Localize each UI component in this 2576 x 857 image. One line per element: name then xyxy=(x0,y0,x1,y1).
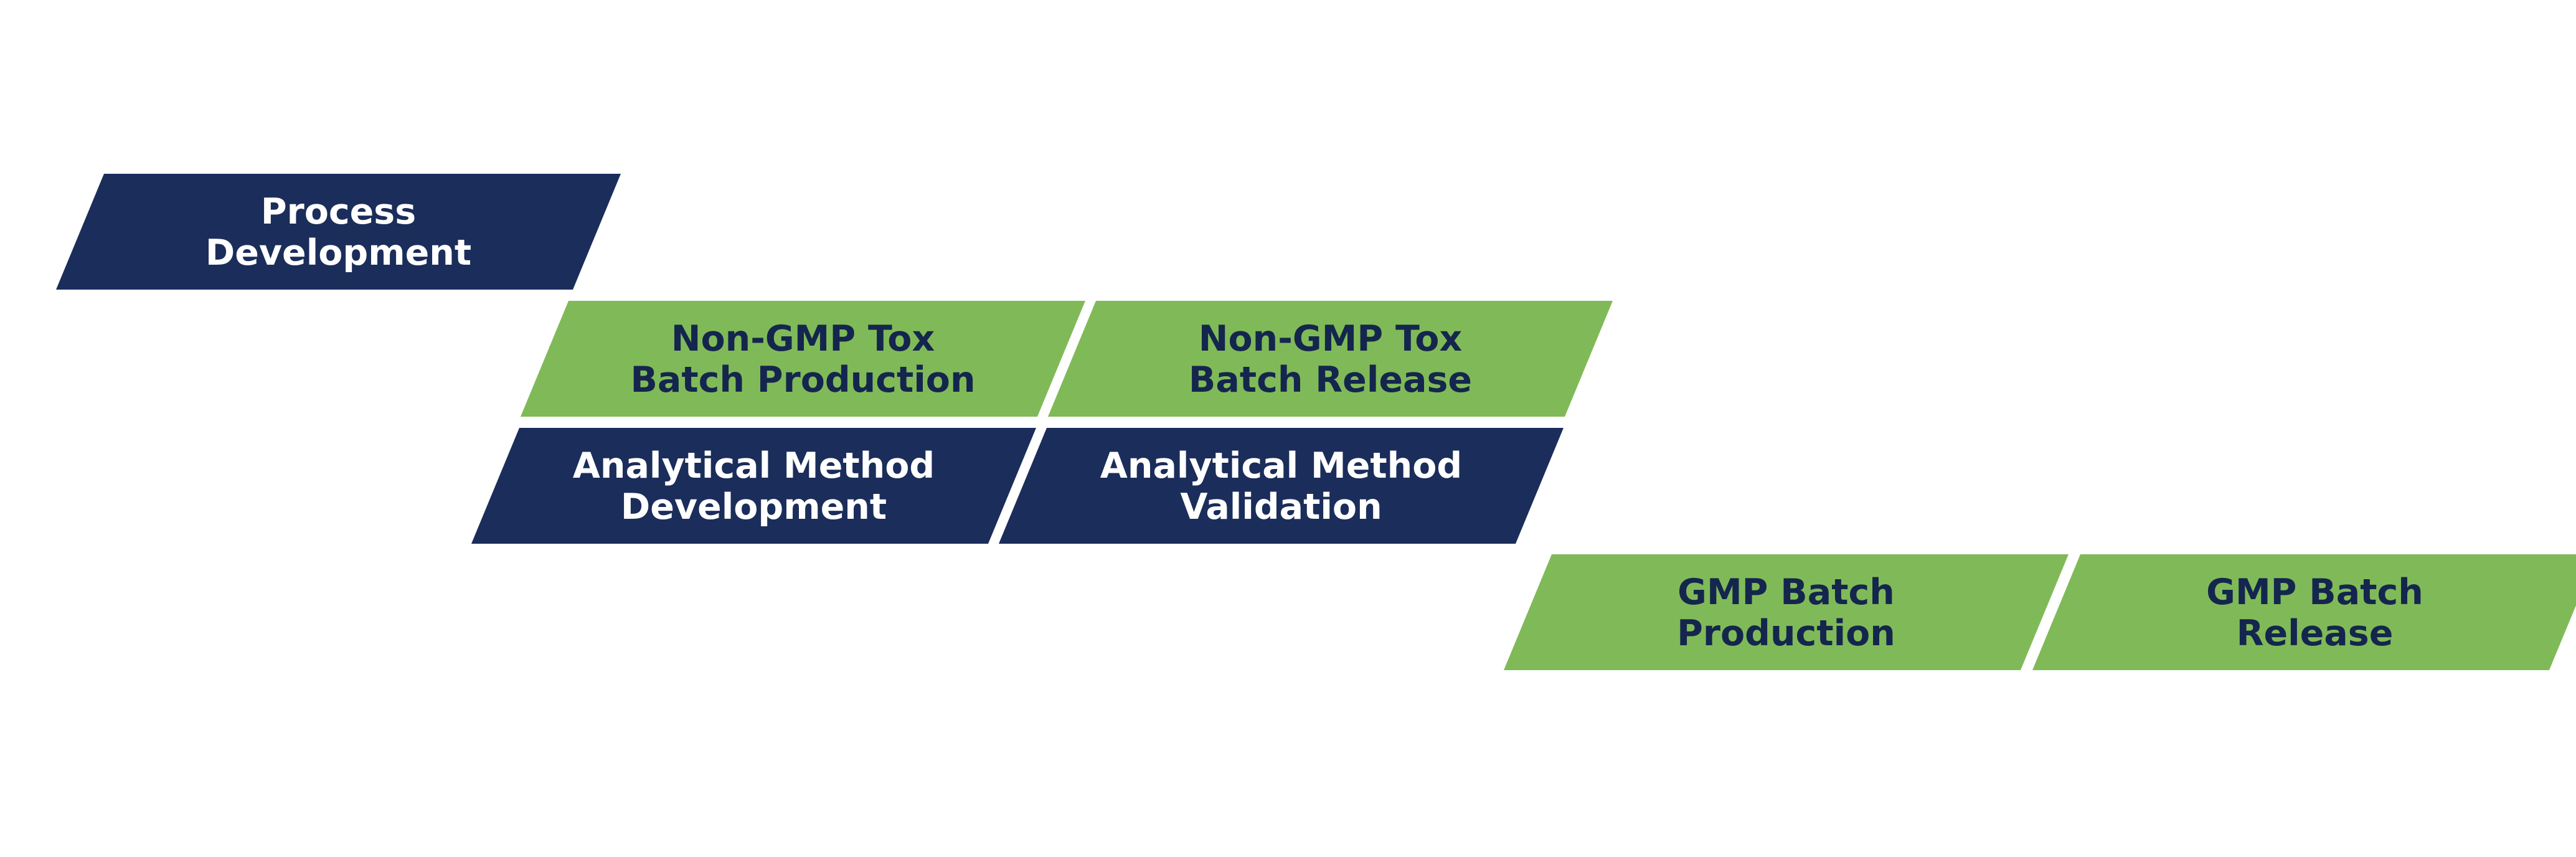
step-label-line: GMP Batch xyxy=(1677,572,1895,613)
step-shape xyxy=(2032,554,2576,670)
step-label-line: Non-GMP Tox xyxy=(671,318,935,359)
step-label-line: Production xyxy=(1677,613,1895,654)
step-shape xyxy=(471,428,1036,544)
step-label-line: Release xyxy=(2237,613,2394,654)
step-shape xyxy=(521,301,1085,417)
step-label-line: GMP Batch xyxy=(2206,572,2423,613)
step-label-line: Development xyxy=(205,232,471,273)
step-label-line: Validation xyxy=(1180,486,1382,528)
step-shape xyxy=(56,174,621,290)
step-label-line: Analytical Method xyxy=(1100,445,1462,486)
step-label-line: Process xyxy=(261,191,416,232)
step-label-line: Analytical Method xyxy=(573,445,935,486)
step-label-line: Non-GMP Tox xyxy=(1199,318,1462,359)
step-label-line: Development xyxy=(621,486,887,528)
step-shape xyxy=(1048,301,1613,417)
step-shape xyxy=(999,428,1564,544)
step-label-line: Batch Release xyxy=(1189,359,1472,400)
step-shape xyxy=(1504,554,2069,670)
step-label-line: Batch Production xyxy=(630,359,975,400)
